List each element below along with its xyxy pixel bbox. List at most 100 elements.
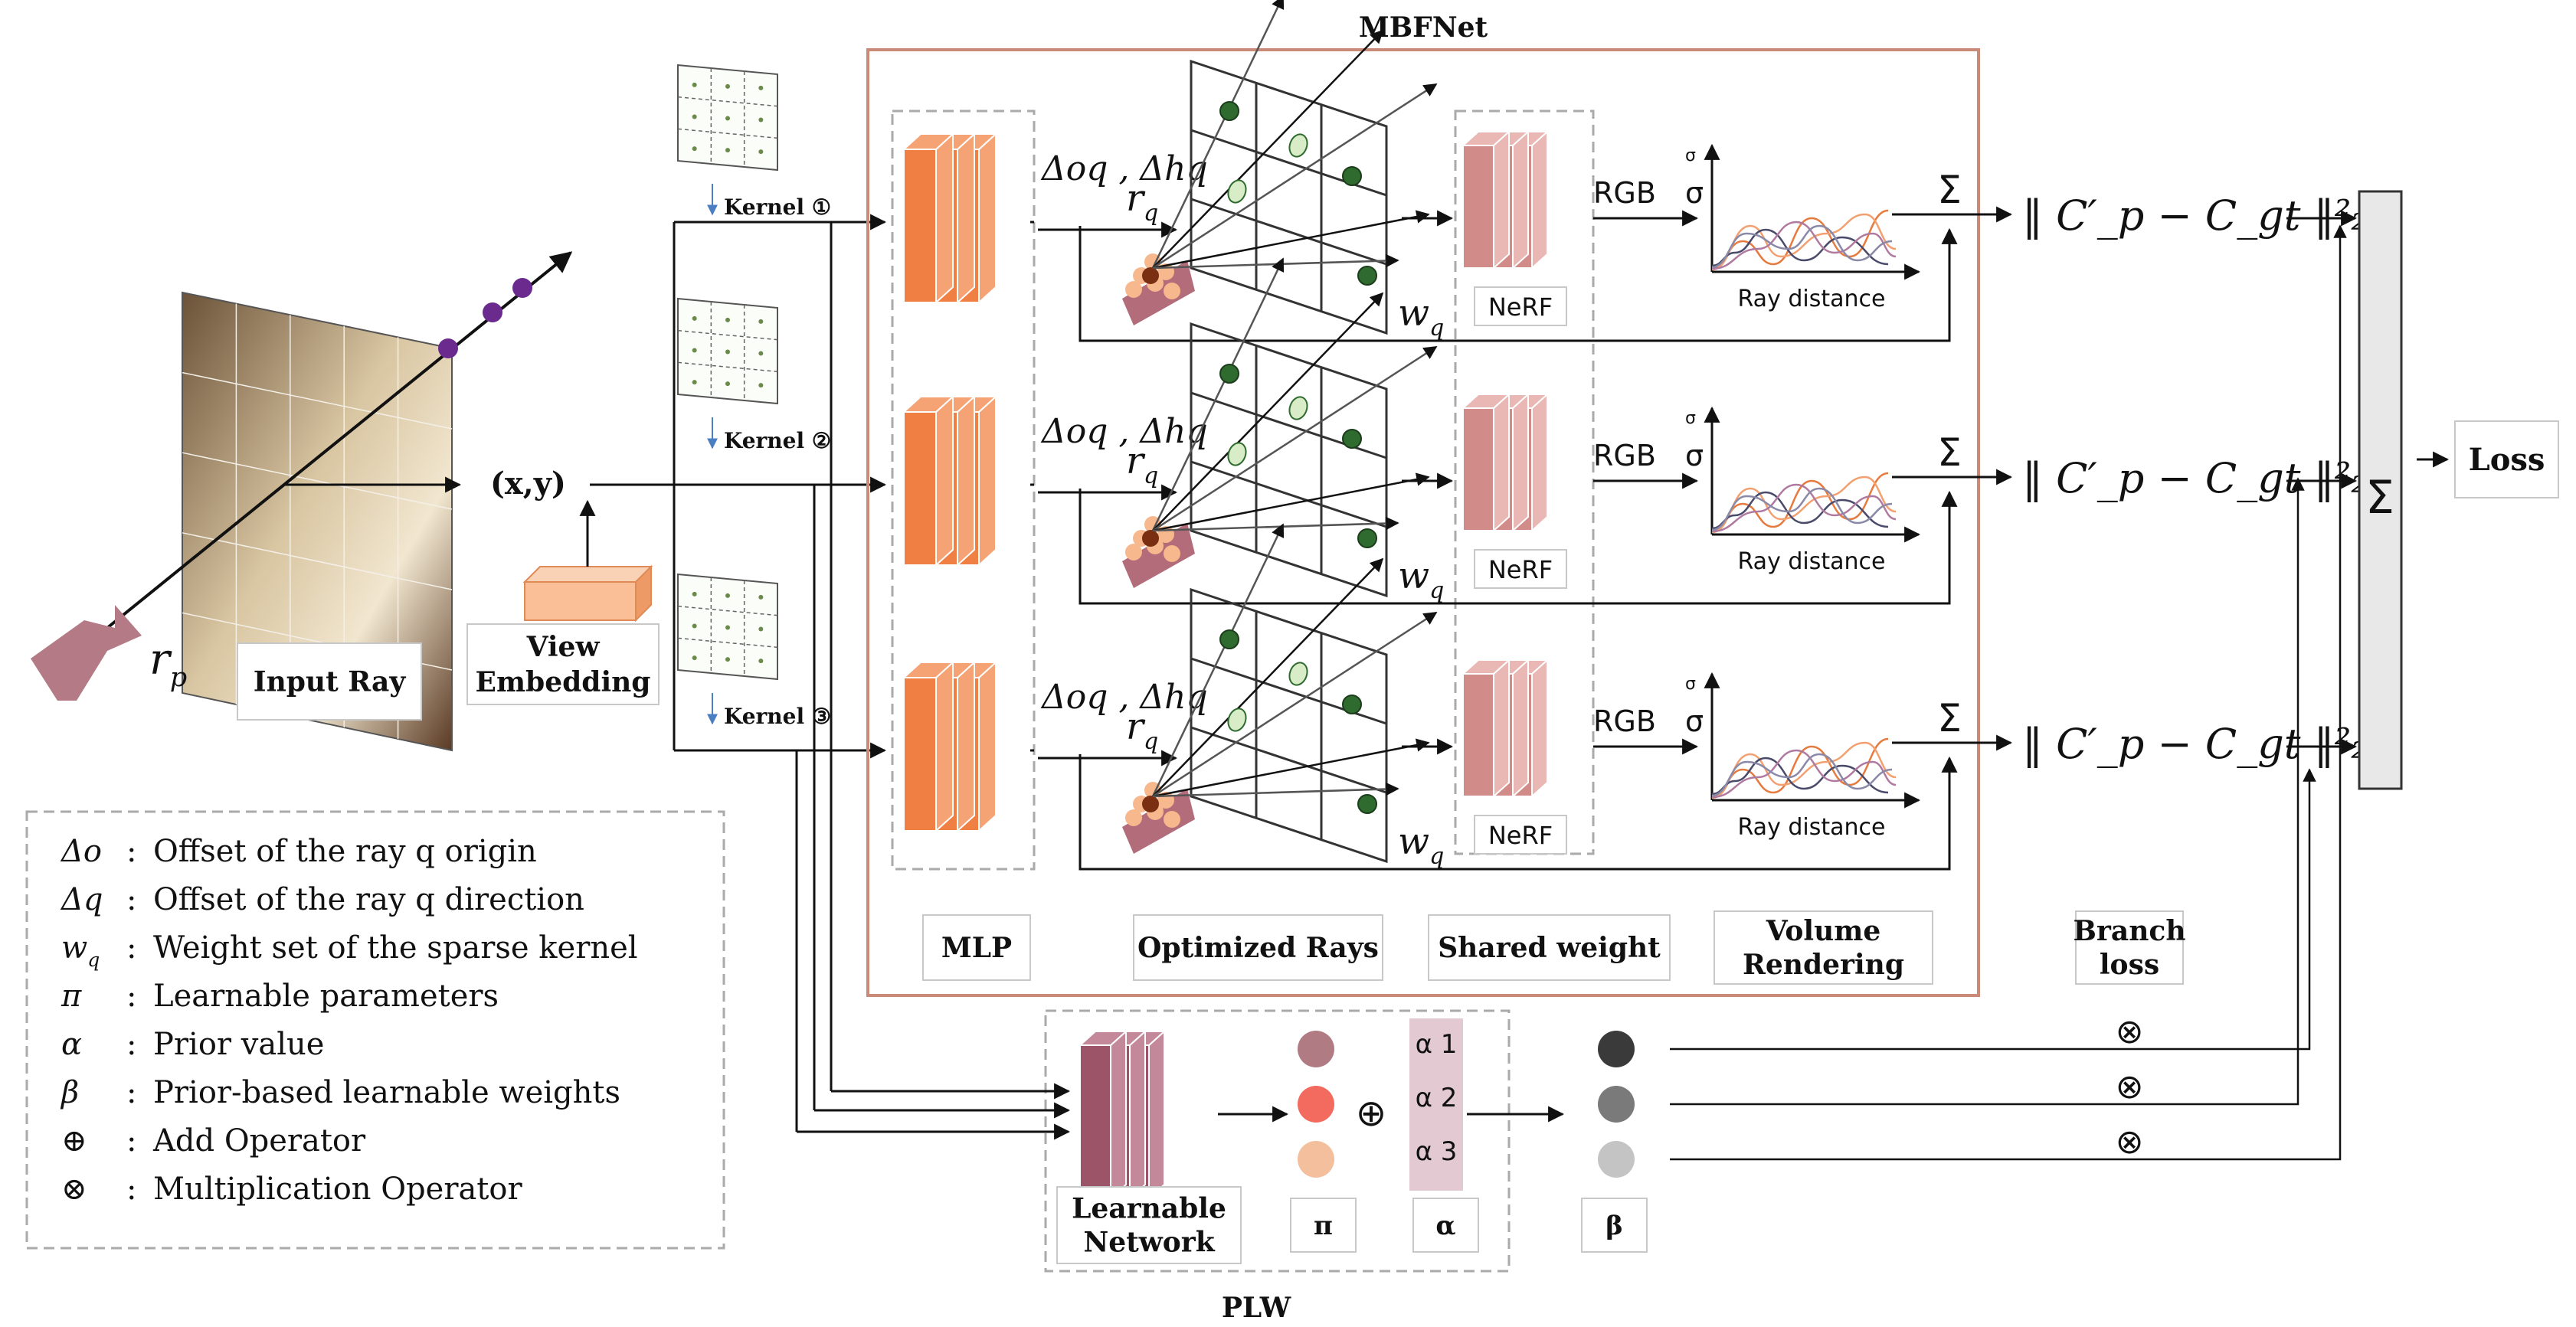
nerf-label-box-1 bbox=[1474, 286, 1567, 326]
ray-distance-label-1: Ray distance bbox=[1738, 286, 1886, 312]
render-curve-2 bbox=[1711, 476, 1897, 534]
kernel-grid-2-dot bbox=[758, 383, 764, 388]
offset-label-2: Δoq , Δhq bbox=[1040, 412, 1208, 451]
kernel-grid-2-dot bbox=[692, 315, 697, 321]
mlp-block-3-side bbox=[935, 660, 954, 833]
branch-sum-3: Σ bbox=[1937, 696, 1962, 740]
kernel-grid-1-dot bbox=[725, 148, 730, 153]
kernel-grid-2-dot bbox=[725, 381, 730, 387]
mbfnet-title: MBFNet bbox=[1359, 11, 1488, 44]
sample-point-light-3 bbox=[1227, 708, 1247, 732]
mlp-block-3-side bbox=[957, 660, 975, 833]
legend-symbol-5: α bbox=[61, 1027, 82, 1062]
alpha-item-1: α 1 bbox=[1416, 1029, 1458, 1060]
mlp-block-2-side bbox=[978, 394, 997, 567]
pi-circle-3 bbox=[1298, 1141, 1334, 1178]
legend-text-8: Multiplication Operator bbox=[153, 1172, 522, 1207]
sigma-label-1: σ bbox=[1685, 176, 1704, 210]
mlp-block-3-side bbox=[978, 660, 997, 833]
kernel-grid-2-dot bbox=[758, 319, 764, 324]
render-curve-3 bbox=[1711, 737, 1889, 798]
legend-colon-8: : bbox=[126, 1172, 136, 1207]
legend-symbol-4: π bbox=[61, 979, 82, 1014]
nerf-block-1-side bbox=[1512, 129, 1529, 270]
alpha-label-box bbox=[1412, 1198, 1479, 1253]
nerf-block-3-side bbox=[1493, 658, 1510, 799]
kernel-grid-2-dot bbox=[725, 317, 730, 322]
ray-origin-plane-3 bbox=[1122, 789, 1195, 854]
kernel-grid-1-dot bbox=[725, 116, 730, 121]
ray-p-label: rp bbox=[149, 635, 187, 693]
skip-line-1 bbox=[1079, 226, 1958, 342]
sample-point-light-2 bbox=[1288, 396, 1308, 420]
nerf-block-3-front bbox=[1462, 673, 1494, 797]
legend-text-6: Prior-based learnable weights bbox=[153, 1075, 620, 1110]
sample-point-dark-1 bbox=[1357, 266, 1377, 286]
plus-operator: ⊕ bbox=[1356, 1092, 1386, 1135]
render-curve-1 bbox=[1711, 221, 1897, 270]
sigma-axis-label-1: σ bbox=[1685, 146, 1696, 165]
render-curve-2 bbox=[1711, 472, 1889, 532]
nerf-block-3-side bbox=[1512, 658, 1529, 799]
render-curve-2 bbox=[1711, 483, 1897, 533]
ray-grid-h-2 bbox=[1190, 460, 1387, 528]
legend-symbol-1: Δo bbox=[60, 834, 102, 869]
rgb-label-3: RGB bbox=[1593, 704, 1656, 738]
sample-point-dark-3 bbox=[1342, 695, 1362, 714]
beta-up-2 bbox=[2283, 477, 2305, 1106]
kernel-grid-1-dot bbox=[692, 82, 697, 87]
pi-circle-1 bbox=[1298, 1031, 1334, 1067]
sigma-axis-label-3: σ bbox=[1685, 675, 1696, 694]
render-curve-1 bbox=[1711, 213, 1897, 271]
skip-line-2 bbox=[1079, 489, 1958, 605]
stage-label-2: Optimized Rays bbox=[1137, 932, 1379, 964]
ray-grid-h-1 bbox=[1190, 198, 1387, 266]
ray-sample-point bbox=[512, 278, 532, 298]
mlp-block-1-front bbox=[903, 149, 937, 303]
sample-point-light-1 bbox=[1288, 133, 1308, 158]
learnable-network-label-box bbox=[1056, 1186, 1242, 1264]
stage-label-3: Shared weight bbox=[1438, 932, 1661, 964]
legend-colon-1: : bbox=[126, 834, 136, 869]
optimized-ray-2 bbox=[1151, 257, 1285, 531]
stage-label-5-box bbox=[2075, 910, 2184, 985]
legend-colon-6: : bbox=[126, 1075, 136, 1110]
kernel-grid-2-dot bbox=[758, 351, 764, 356]
legend-symbol-8: ⊗ bbox=[61, 1172, 87, 1207]
weight-label-1: wq bbox=[1398, 292, 1444, 342]
ray-origin-center-2 bbox=[1142, 530, 1159, 547]
kernel-grid-2-dot bbox=[692, 348, 697, 353]
times-operator-1: ⊗ bbox=[2116, 1012, 2144, 1051]
mlp-block-1-side bbox=[978, 132, 997, 305]
mlp-block-2-front bbox=[903, 411, 937, 566]
ray-origin-point-1 bbox=[1164, 283, 1180, 299]
rgb-label-2: RGB bbox=[1593, 439, 1656, 472]
render-curve-1 bbox=[1711, 224, 1893, 269]
kernel-grid-1-dot bbox=[758, 149, 764, 155]
kernel-grid-3-dot bbox=[725, 625, 730, 630]
ray-q-label-3: rq bbox=[1126, 705, 1158, 755]
learnable-network-block-side bbox=[1129, 1029, 1146, 1201]
legend-colon-2: : bbox=[126, 882, 136, 917]
final-sum-symbol: Σ bbox=[2365, 471, 2394, 525]
offset-label-1: Δoq , Δhq bbox=[1040, 149, 1208, 188]
render-curve-3 bbox=[1711, 741, 1897, 799]
sample-point-dark-2 bbox=[1357, 528, 1377, 548]
skip-line-3 bbox=[1079, 754, 1958, 871]
legend-colon-7: : bbox=[126, 1123, 136, 1159]
branch-loss-expression-1: ‖ C′_p − C_gt ‖²₂ bbox=[2022, 191, 2368, 240]
mlp-block-1-side bbox=[957, 132, 975, 305]
kernel-label-2: Kernel ② bbox=[724, 428, 831, 453]
sample-point-dark-1 bbox=[1219, 101, 1239, 121]
plw-title: PLW bbox=[1222, 1292, 1291, 1324]
render-curve-3 bbox=[1711, 749, 1897, 799]
ray-grid-h-3 bbox=[1190, 657, 1387, 725]
ray-q-label-2: rq bbox=[1126, 440, 1158, 489]
final-loss-label-box bbox=[2454, 420, 2559, 498]
optimized-ray-1 bbox=[1151, 0, 1285, 269]
optimized-ray-2 bbox=[1152, 472, 1430, 532]
kernel-grid-3-dot bbox=[692, 623, 697, 629]
optimized-ray-2 bbox=[1152, 292, 1384, 531]
